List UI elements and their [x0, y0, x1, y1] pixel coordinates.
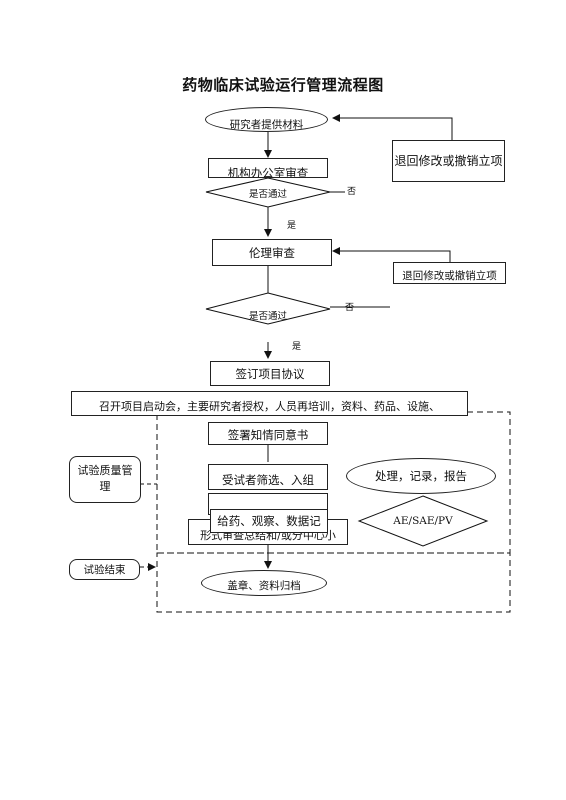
- qc-node: 试验质量管理: [69, 456, 141, 503]
- archive-label: 盖章、资料归档: [227, 580, 301, 592]
- kickoff-label: 召开项目启动会，主要研究者授权，人员再培训，资料、药品、设施、: [99, 400, 440, 413]
- withdraw2-node: 退回修改或撤销立项: [393, 262, 506, 284]
- informed-consent-node: 签署知情同意书: [208, 422, 328, 445]
- screening-node: 受试者筛选、入组: [208, 464, 328, 490]
- qc-region: [156, 411, 511, 554]
- sign-protocol-node: 签订项目协议: [210, 361, 330, 386]
- decision1-label: 是否通过: [248, 189, 287, 200]
- edge-withdraw2-loop: [332, 247, 451, 262]
- trial-end-node: 试验结束: [69, 559, 140, 580]
- sign-protocol-label: 签订项目协议: [235, 367, 305, 381]
- decision2-diamond: [205, 292, 331, 325]
- office-review-node: 机构办公室审查: [208, 158, 328, 178]
- dosing-node: 给药、观察、数据记: [210, 509, 328, 533]
- dosing-label: 给药、观察、数据记: [217, 514, 321, 528]
- archive-node: 盖章、资料归档: [201, 570, 327, 596]
- page-title: 药物临床试验运行管理流程图: [182, 76, 384, 94]
- decision2-yes-label: 是: [292, 342, 302, 352]
- decision1-diamond: [205, 177, 331, 208]
- edge-withdraw1-loop: [332, 114, 453, 140]
- qc-label: 试验质量管理: [77, 464, 133, 493]
- submit-materials-label: 研究者提供材料: [229, 119, 304, 131]
- trial-end-label: 试验结束: [83, 564, 126, 576]
- decision1-yes-label: 是: [287, 221, 297, 231]
- ae-label: AE/SAE/PV: [393, 515, 453, 527]
- informed-consent-label: 签署知情同意书: [227, 428, 309, 442]
- office-review-label: 机构办公室审查: [227, 166, 309, 178]
- decision1-no-label: 否: [347, 187, 357, 197]
- ae-diamond: [357, 495, 489, 547]
- withdraw2-label: 退回修改或撤销立项: [402, 270, 497, 282]
- handle-node: 处理，记录，报告: [346, 458, 496, 494]
- ethics-review-label: 伦理审查: [249, 246, 295, 260]
- ethics-review-node: 伦理审查: [212, 239, 332, 266]
- trial-end-region: [156, 552, 511, 613]
- decision2-label: 是否通过: [248, 311, 287, 322]
- kickoff-node: 召开项目启动会，主要研究者授权，人员再培训，资料、药品、设施、: [71, 391, 468, 416]
- handle-label: 处理，记录，报告: [375, 469, 467, 483]
- withdraw1-label: 退回修改或撤销立项: [394, 154, 503, 168]
- decision2-no-label: 否: [345, 303, 355, 313]
- screening-label: 受试者筛选、入组: [222, 473, 314, 487]
- withdraw1-node: 退回修改或撤销立项: [392, 140, 505, 182]
- submit-materials-node: 研究者提供材料: [205, 107, 328, 132]
